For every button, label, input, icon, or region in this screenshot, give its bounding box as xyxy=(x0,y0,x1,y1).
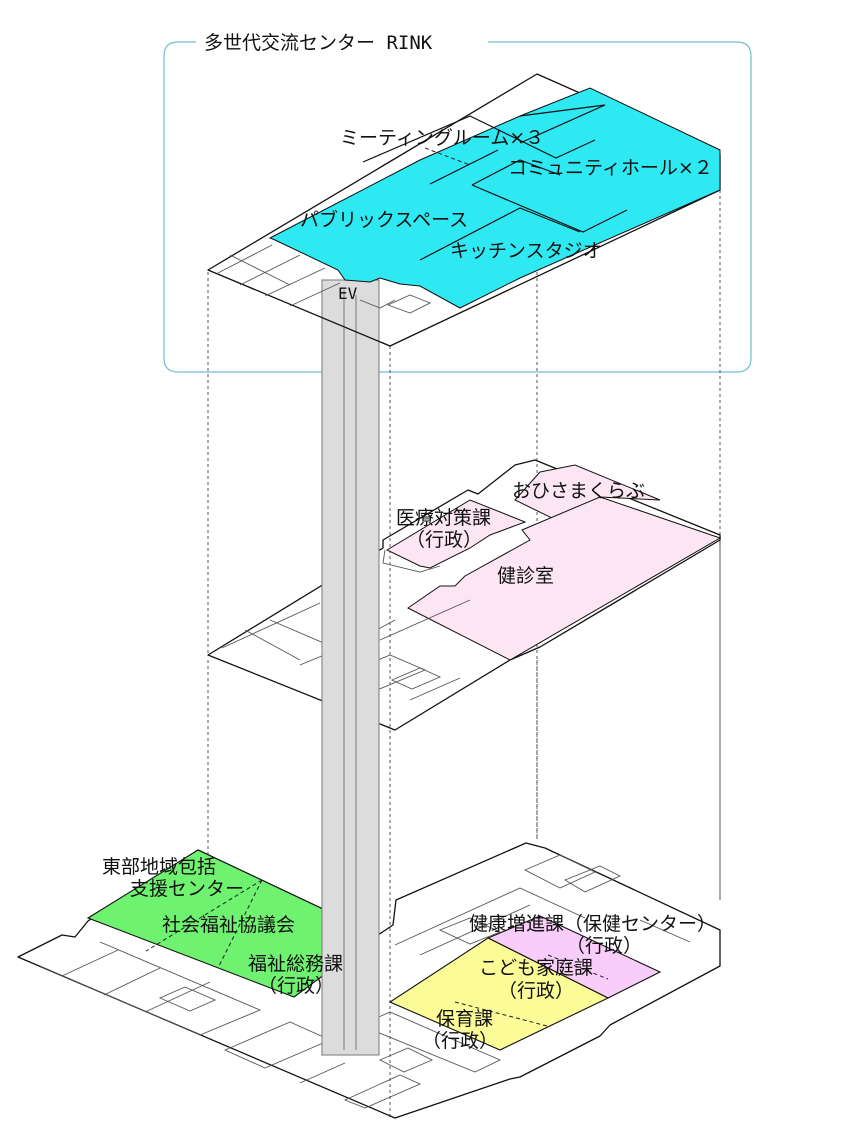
ev-shaft xyxy=(321,279,380,1056)
label-hoiku-1: 保育課 xyxy=(436,1008,493,1030)
rink-divisions xyxy=(362,104,628,261)
checkup-block xyxy=(407,496,722,661)
medical-block xyxy=(385,499,527,569)
label-public-space: パブリックスペース xyxy=(300,208,468,231)
ev-shaft-fill xyxy=(321,279,380,1056)
label-medical-division: 医療対策課 xyxy=(396,507,491,529)
floor-3 xyxy=(207,73,721,347)
label-ev: EV xyxy=(338,284,358,303)
floor-2 xyxy=(207,459,722,731)
label-kodomo-1: こども家庭課 xyxy=(479,957,593,979)
floor3-rooms xyxy=(217,244,432,314)
label-hoiku-2: （行政） xyxy=(422,1030,498,1052)
label-tobu-1: 東部地域包括 xyxy=(102,856,216,878)
rink-frame xyxy=(163,41,752,373)
floor1-outline xyxy=(17,842,721,1119)
label-kitchen-studio: キッチンスタジオ xyxy=(450,240,602,262)
label-checkup-room: 健診室 xyxy=(497,565,554,587)
label-kodomo-2: （行政） xyxy=(498,980,574,1002)
rink-title: 多世代交流センター RINK xyxy=(204,32,433,54)
kodomo-block xyxy=(388,937,610,1051)
label-community-hall: コミュニティホール×２ xyxy=(508,157,713,179)
rink-block xyxy=(268,87,721,309)
label-tobu-2: 支援センター xyxy=(130,878,244,900)
label-fukushi-2: （行政） xyxy=(258,975,334,997)
label-ohisama-club: おひさまくらぶ xyxy=(512,480,645,502)
floor-1 xyxy=(17,842,721,1119)
label-shakyo: 社会福祉協議会 xyxy=(162,914,295,936)
label-fukushi-1: 福祉総務課 xyxy=(248,953,343,975)
label-kenko-2: （行政） xyxy=(566,935,642,957)
label-medical-admin: （行政） xyxy=(406,529,482,551)
label-meeting-room: ミーティングルーム×３ xyxy=(340,127,544,149)
label-kenko-1: 健康増進課（保健センター） xyxy=(469,913,716,935)
